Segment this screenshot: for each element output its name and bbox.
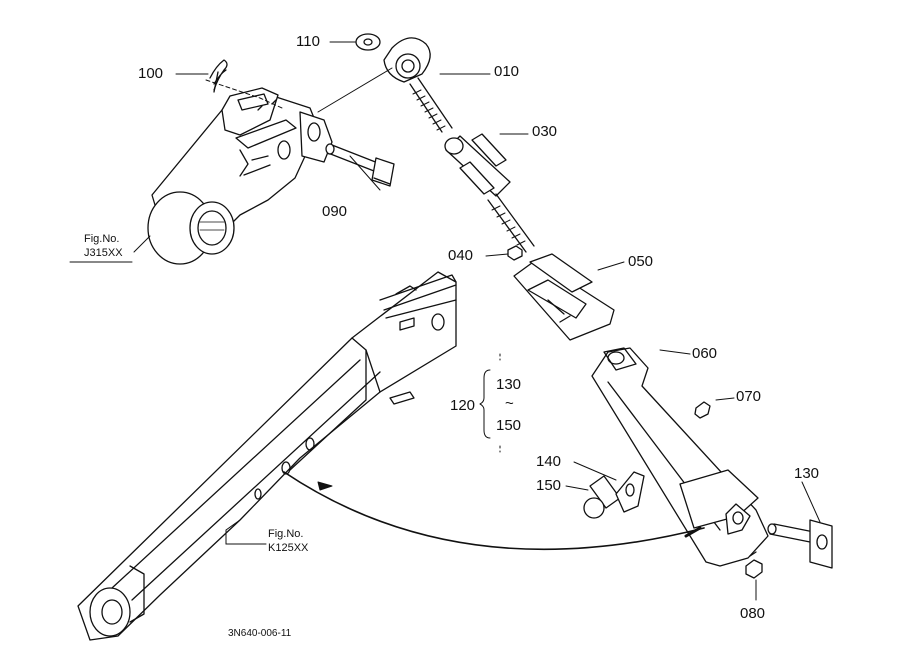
lift-arm-drawing: [147, 87, 333, 265]
pin-090-drawing: [325, 143, 395, 187]
lower-link-drawing: [77, 271, 457, 641]
figure-ref-title: Fig.No.: [268, 528, 304, 540]
turnbuckle-030-drawing: [444, 133, 535, 253]
pin-150-drawing: [583, 475, 621, 519]
sleeve-050-drawing: [513, 253, 615, 341]
figure-ref-k125: Fig.No. K125XX: [268, 528, 308, 556]
washer-110-drawing: [355, 33, 381, 51]
part-label-100: 100: [138, 65, 164, 82]
nut-040-drawing: [507, 245, 523, 261]
leader-lines: [69, 41, 821, 601]
part-label-130-range-start: 130: [496, 376, 522, 393]
part-label-010: 010: [494, 63, 520, 80]
part-label-070: 070: [736, 388, 762, 405]
part-label-080: 080: [740, 605, 766, 622]
part-label-110: 110: [296, 33, 320, 50]
drawing-code: 3N640-006-11: [228, 628, 292, 639]
part-label-030: 030: [532, 123, 558, 140]
part-label-050: 050: [628, 253, 654, 270]
lower-body-060-drawing: [591, 347, 769, 567]
part-label-150-range-end: 150: [496, 417, 522, 434]
bolt-070-drawing: [694, 401, 711, 419]
part-label-140: 140: [536, 453, 562, 470]
figure-ref-title: Fig.No.: [84, 233, 120, 245]
plate-140-drawing: [615, 471, 645, 513]
part-label-130: 130: [794, 465, 820, 482]
part-label-060: 060: [692, 345, 718, 362]
pin-100-drawing: [209, 59, 228, 93]
part-label-090: 090: [322, 203, 348, 220]
part-label-150: 150: [536, 477, 562, 494]
rod-end-010-drawing: [383, 37, 453, 133]
figure-ref-code: K125XX: [268, 541, 309, 554]
pin-130-drawing: [767, 519, 833, 569]
nut-080-drawing: [745, 551, 763, 579]
part-label-120: 120: [450, 397, 476, 414]
figure-ref-code: J315XX: [84, 246, 123, 259]
range-tilde: ~: [505, 395, 514, 412]
part-label-040: 040: [448, 247, 474, 264]
figure-ref-j315: Fig.No. J315XX: [84, 233, 123, 261]
